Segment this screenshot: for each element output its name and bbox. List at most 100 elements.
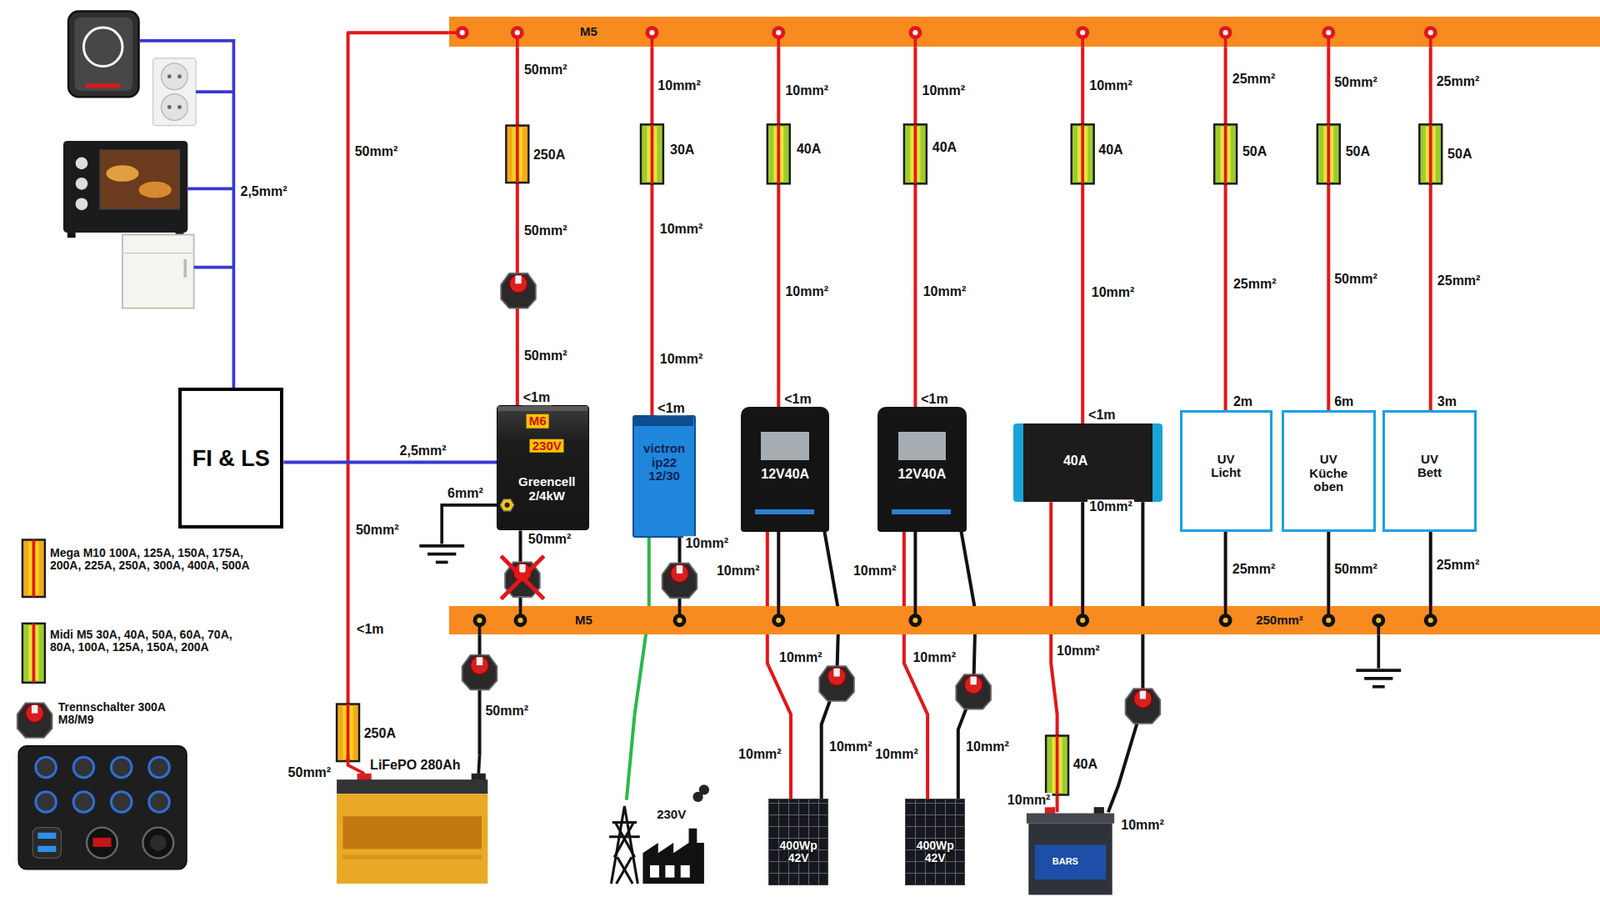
switch-panel-picture [32,827,61,859]
positive-studs [1321,25,1335,40]
disconnect-switches [955,674,991,710]
fuses [505,125,529,184]
cooktop-icon [85,83,121,88]
node-label: UV Küche oben [1309,453,1348,495]
wall-socket-icon [160,63,188,90]
positive-studs [1219,25,1233,40]
switch-panel-picture [86,827,118,859]
lifepo-battery-picture [478,755,480,774]
positive-studs [775,30,781,35]
wire-spec: 10mm² [655,78,703,94]
switch-panel-picture [149,756,170,777]
solar-panel: 400Wp 42V [768,798,829,885]
wire-spec: 10mm² [783,284,830,300]
wire-spec: 250A [531,147,567,163]
positive-studs [771,25,785,40]
wire-spec: 10mm² [783,83,830,99]
disconnect-switches [500,273,536,309]
node-label: M5 [575,613,593,628]
oven-icon [100,150,180,210]
node-label: FI & LS [192,446,270,472]
negative-studs [517,617,523,623]
fuses [336,704,360,762]
switch-panel-picture [73,791,94,812]
wire-spec: 10mm² [1055,643,1102,659]
negative-studs [775,617,781,623]
switch-panel-picture [142,827,174,859]
wire-spec: 10mm² [1087,500,1135,515]
distribution-box: UV Küche oben [1281,410,1376,532]
negative-studs [1321,613,1335,627]
node-label: LiFePO 280Ah [370,757,460,773]
positive-studs [510,25,525,40]
wire-spec: 10mm² [683,536,730,552]
positive-studs [1424,25,1438,40]
oven-icon [105,165,139,182]
cooktop-icon [68,10,139,97]
positive-studs [1080,32,1085,47]
wire-spec: 50mm² [522,63,570,79]
switch-panel-picture [35,756,56,777]
cable [348,32,450,755]
positive-studs [449,25,1438,47]
power-pylon [609,805,640,884]
negative-studs [473,613,487,627]
fuses [1214,124,1237,184]
background-drawing [1355,670,1401,687]
legend-symbols [17,539,53,737]
negative-studs [678,605,682,620]
wall-socket-icon [177,74,182,79]
display-screen [898,431,947,460]
oven-icon [75,177,89,190]
cable [1224,531,1228,606]
disconnect-switches [819,665,855,701]
wall-socket-icon [153,58,196,126]
distribution-box: UV Bett [1382,410,1477,532]
wire-spec: 40A [930,140,959,156]
wire-spec: 50mm² [522,348,570,364]
fuses [1071,124,1095,184]
negative-studs [480,605,1431,635]
cable [913,531,917,606]
wire-spec: 25mm² [1435,273,1483,289]
negative-studs [1371,613,1385,627]
switch-panel-picture [73,756,94,777]
positive-studs [1223,30,1229,35]
negative-studs [776,605,780,620]
cooktop-icon [74,17,133,91]
cable [478,634,482,755]
negative-studs [473,613,1438,627]
inverter: M6230VGreencell 2/4kW [496,405,589,531]
logo-bar [891,509,951,515]
oven-icon [67,232,76,238]
positive-studs [776,32,780,47]
negative-studs [514,613,528,627]
wire-spec: 6m [1332,394,1355,410]
ground-lug [500,499,515,512]
negative-studs [478,620,482,635]
power-plant [650,865,660,878]
lifepo-battery-picture [357,773,372,781]
node-label: UV Licht [1210,451,1241,480]
positive-studs [912,30,918,35]
power-pylon [614,822,634,858]
positive-studs [1326,32,1330,47]
oven-icon [63,140,188,238]
switch-panel-picture [110,791,131,812]
ac-wiring [186,187,234,191]
wire-spec: 3m [1435,394,1459,410]
negative-studs [912,617,918,623]
wire-spec: 10mm² [715,564,762,580]
cable [821,531,840,800]
cable [913,46,917,407]
wire-spec: 2,5mm² [239,184,290,200]
starter-battery-picture [1035,844,1107,880]
wall-socket-icon [153,58,196,126]
starter-battery-picture [1028,823,1112,895]
node-label: UV Bett [1417,451,1442,480]
wire-spec: 10mm² [1087,78,1135,94]
negative-studs [771,613,785,627]
distribution-box: UV Licht [1180,410,1273,532]
wire-spec: 50mm² [1332,561,1380,577]
cable [1080,501,1085,606]
